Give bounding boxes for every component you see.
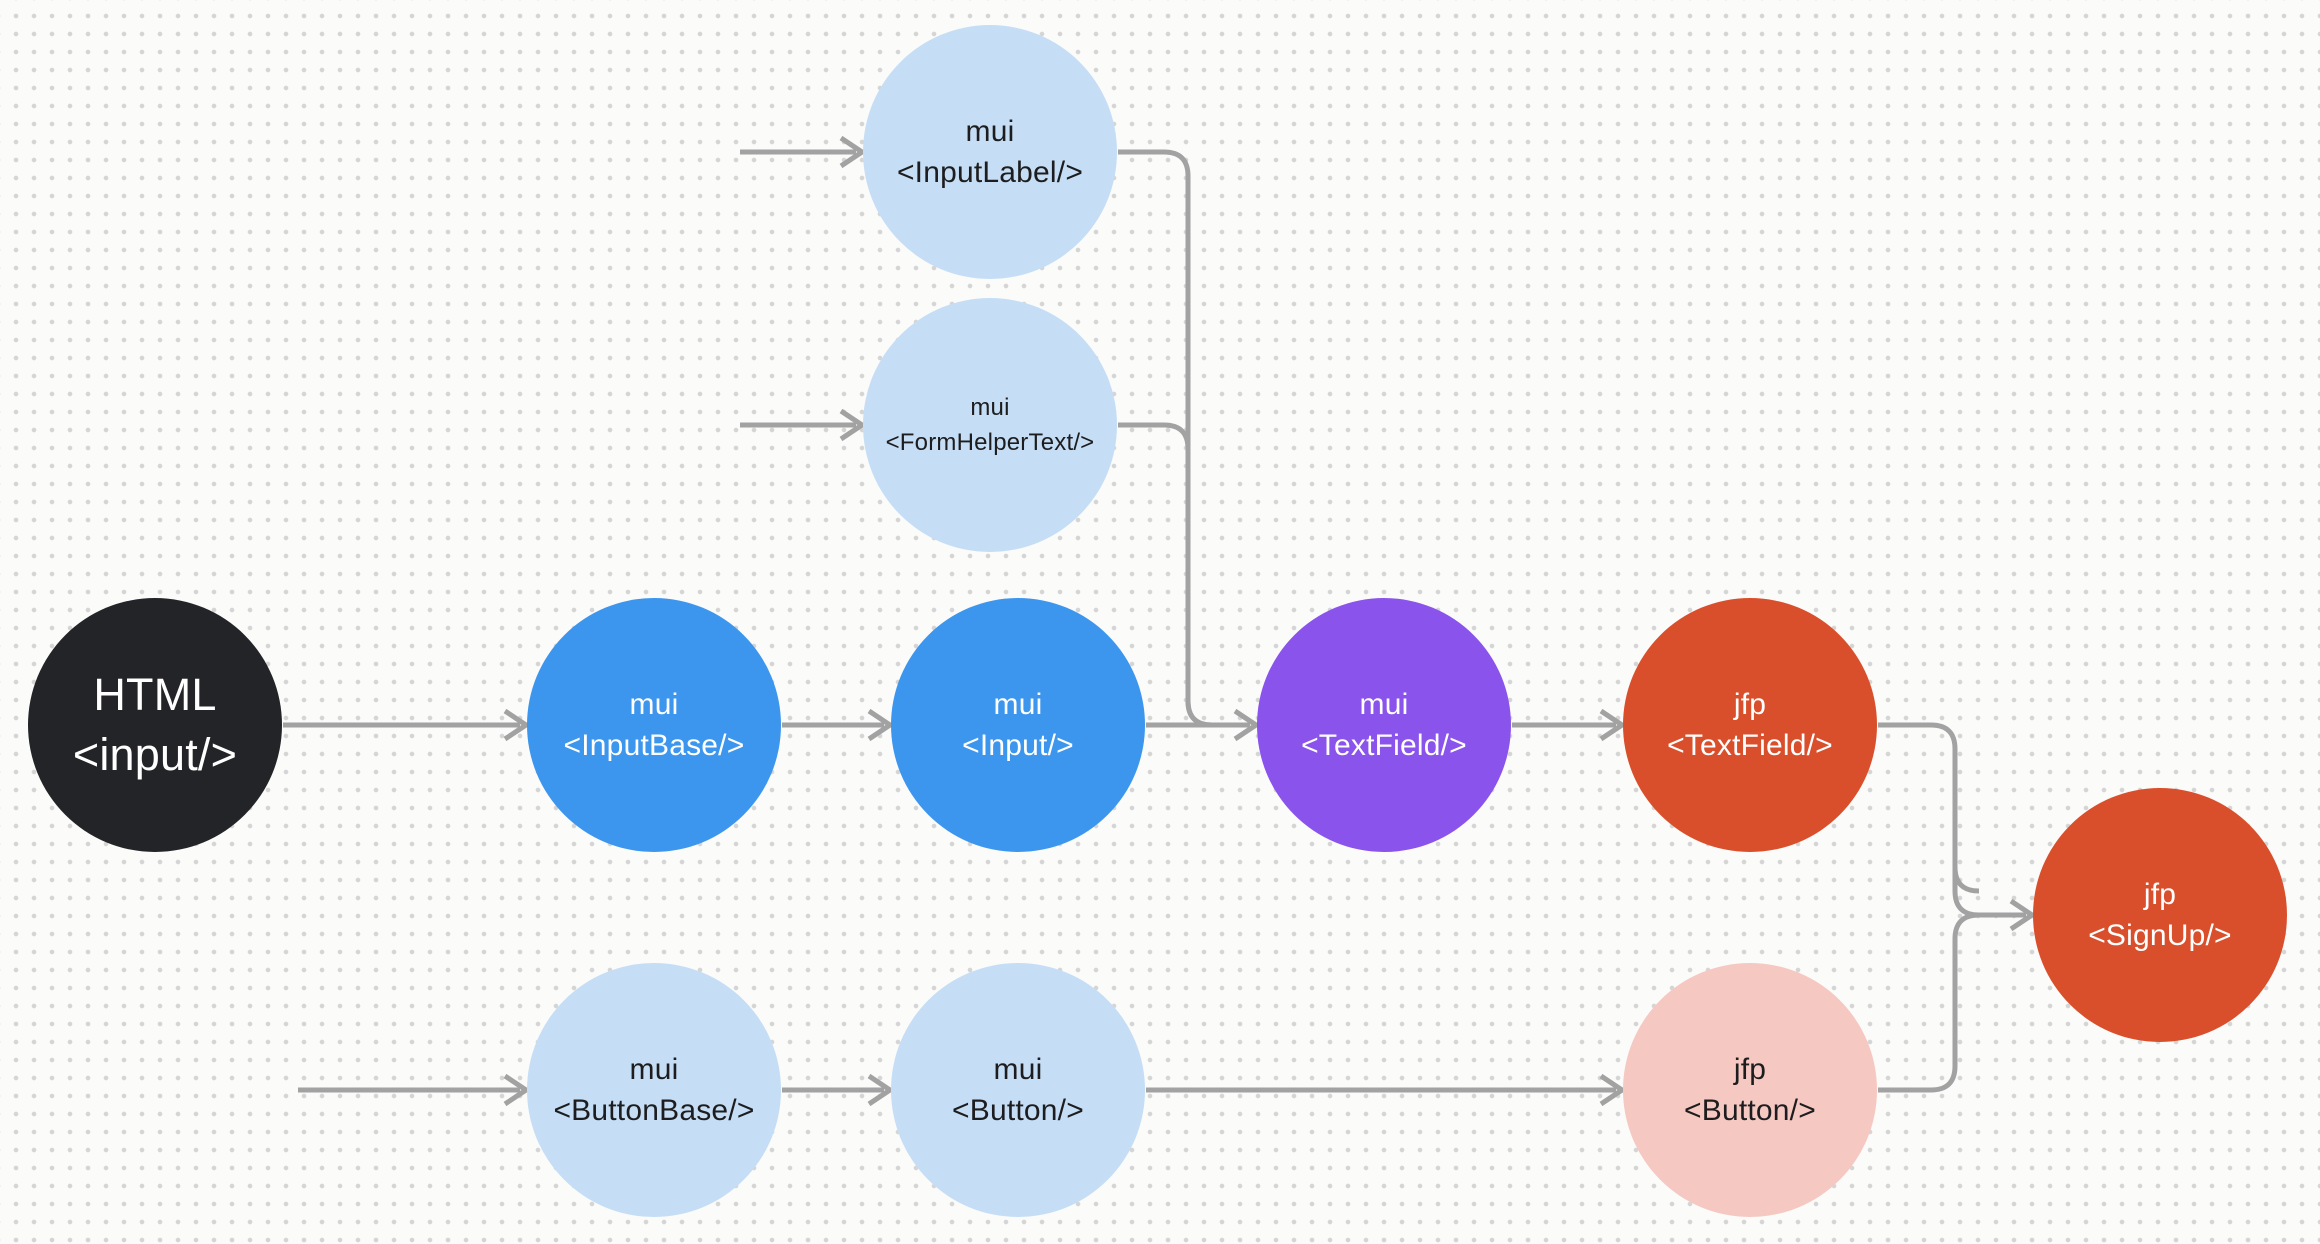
edge-mui-button-to-jfp-button[interactable] [1146,1073,1625,1107]
edge-jfp-button-to-jfp-signup[interactable] [1878,912,2026,1093]
node-component-label: <input/> [72,729,238,780]
node-framework-label: mui [993,1053,1043,1086]
node-mui-button[interactable]: mui <Button/> [891,963,1145,1217]
edge-jfp-textfield-to-jfp-signup[interactable] [1878,722,2035,932]
node-component-label: <SignUp/> [2088,919,2232,952]
node-jfp-signup[interactable]: jfp <SignUp/> [2033,788,2287,1042]
node-mui-inputlabel[interactable]: mui <InputLabel/> [863,25,1117,279]
node-framework-label: mui [993,688,1043,721]
node-framework-label: mui [970,394,1010,421]
node-framework-label: mui [965,115,1015,148]
node-html-input[interactable]: HTML <input/> [28,598,282,852]
edge-mui-inputbase-to-mui-input[interactable] [782,708,893,742]
edge-html-input-to-mui-inputbase[interactable] [283,708,529,742]
node-framework-label: jfp [1733,688,1767,721]
node-mui-formhelpertext[interactable]: mui <FormHelperText/> [863,298,1117,552]
node-mui-buttonbase[interactable]: mui <ButtonBase/> [527,963,781,1217]
node-mui-input[interactable]: mui <Input/> [891,598,1145,852]
node-component-label: <TextField/> [1301,729,1467,762]
node-framework-label: mui [1359,688,1409,721]
node-component-label: <InputLabel/> [896,156,1084,189]
edge-external-to-mui-formhelpertext[interactable] [740,408,865,442]
edge-mui-buttonbase-to-mui-button[interactable] [782,1073,893,1107]
node-framework-label: jfp [2143,878,2177,911]
node-component-label: <ButtonBase/> [553,1094,755,1127]
node-component-label: <Button/> [1684,1094,1816,1127]
edge-mui-textfield-to-jfp-textfield[interactable] [1512,708,1625,742]
node-component-label: <InputBase/> [563,729,745,762]
edge-external-to-mui-buttonbase[interactable] [298,1073,529,1107]
node-mui-textfield[interactable]: mui <TextField/> [1257,598,1511,852]
node-framework-label: jfp [1733,1053,1767,1086]
edge-mui-formhelpertext-to-mui-textfield[interactable] [1118,422,1246,728]
edge-external-to-mui-inputlabel[interactable] [740,135,865,169]
node-framework-label: mui [629,688,679,721]
node-component-label: <FormHelperText/> [885,429,1095,456]
node-component-label: <TextField/> [1667,729,1833,762]
node-component-label: <Input/> [962,729,1074,762]
node-framework-label: mui [629,1053,679,1086]
node-component-label: <Button/> [952,1094,1084,1127]
node-jfp-button[interactable]: jfp <Button/> [1623,963,1877,1217]
node-jfp-textfield[interactable]: jfp <TextField/> [1623,598,1877,852]
node-mui-inputbase[interactable]: mui <InputBase/> [527,598,781,852]
node-framework-label: HTML [93,669,217,720]
edge-mui-inputlabel-to-mui-textfield[interactable] [1118,149,1246,728]
